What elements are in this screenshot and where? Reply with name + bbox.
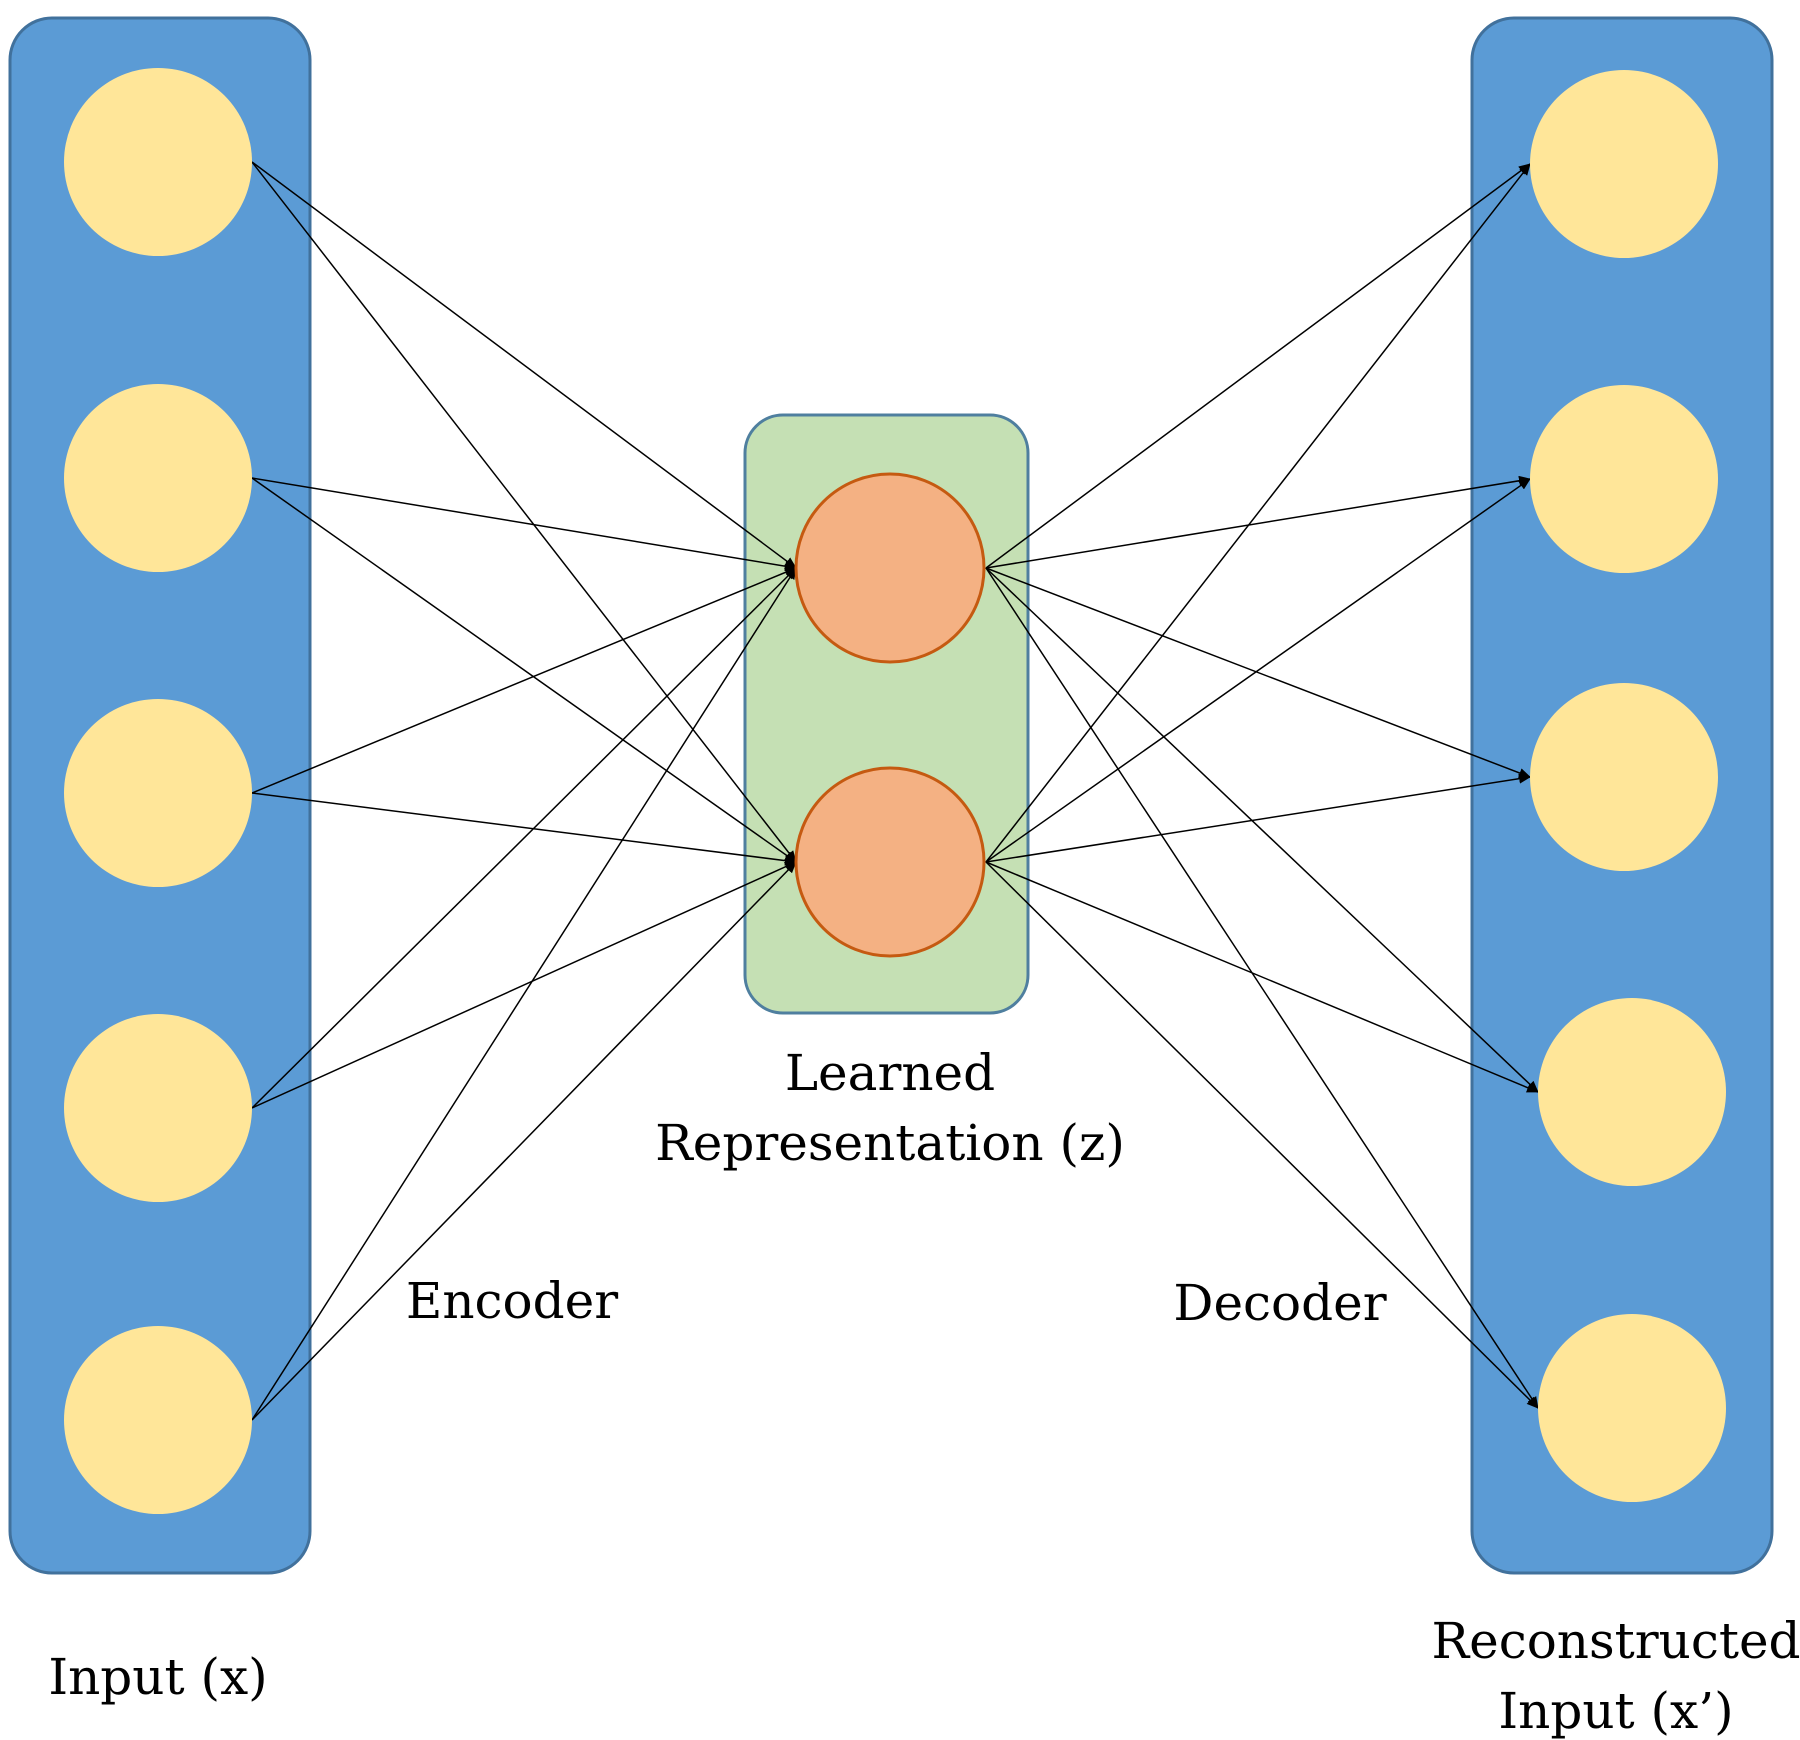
decoder-label: Decoder: [1173, 1274, 1386, 1332]
output-nodes: [1530, 70, 1726, 1502]
input-node-5: [64, 1326, 252, 1514]
latent-node-1: [794, 472, 986, 664]
encoder-edge-2-2: [251, 477, 797, 863]
latent-nodes: [794, 472, 986, 958]
encoder-label: Encoder: [406, 1272, 618, 1330]
encoder-edge-4-2: [251, 861, 797, 1109]
decoder-edge-1-1: [985, 163, 1531, 569]
encoder-edge-3-1: [251, 567, 797, 794]
latent-label-line2: Representation (z): [655, 1114, 1125, 1172]
latent-label-line1: Learned: [785, 1044, 995, 1102]
encoder-edge-4-1: [251, 567, 797, 1109]
output-label-line2: Input (x’): [1498, 1682, 1733, 1740]
connection-edges: [251, 161, 1539, 1421]
encoder-edge-5-1: [251, 567, 797, 1421]
input-node-4: [64, 1014, 252, 1202]
encoder-edge-5-2: [251, 861, 797, 1421]
input-node-3: [64, 699, 252, 887]
input-nodes: [64, 68, 252, 1514]
output-node-2: [1530, 385, 1718, 573]
input-node-2: [64, 384, 252, 572]
output-node-3: [1530, 683, 1718, 871]
decoder-edge-1-3: [985, 567, 1531, 778]
decoder-edge-1-5: [985, 567, 1539, 1409]
decoder-edge-2-5: [985, 861, 1539, 1409]
output-node-5: [1538, 1314, 1726, 1502]
input-node-1: [64, 68, 252, 256]
decoder-edge-2-4: [985, 861, 1539, 1093]
encoder-edge-1-1: [251, 161, 797, 569]
encoder-edge-1-2: [251, 161, 797, 863]
decoder-edge-1-2: [985, 475, 1531, 569]
latent-node-2: [794, 766, 986, 958]
decoder-edge-2-2: [985, 478, 1531, 863]
decoder-edge-2-3: [985, 773, 1531, 863]
output-node-1: [1530, 70, 1718, 258]
encoder-edge-3-2: [251, 792, 797, 866]
output-node-4: [1538, 998, 1726, 1186]
encoder-edge-2-1: [251, 477, 797, 572]
output-label-line1: Reconstructed: [1431, 1612, 1800, 1670]
input-label: Input (x): [48, 1648, 267, 1706]
decoder-edge-1-4: [985, 567, 1539, 1093]
decoder-edge-2-1: [985, 163, 1531, 863]
